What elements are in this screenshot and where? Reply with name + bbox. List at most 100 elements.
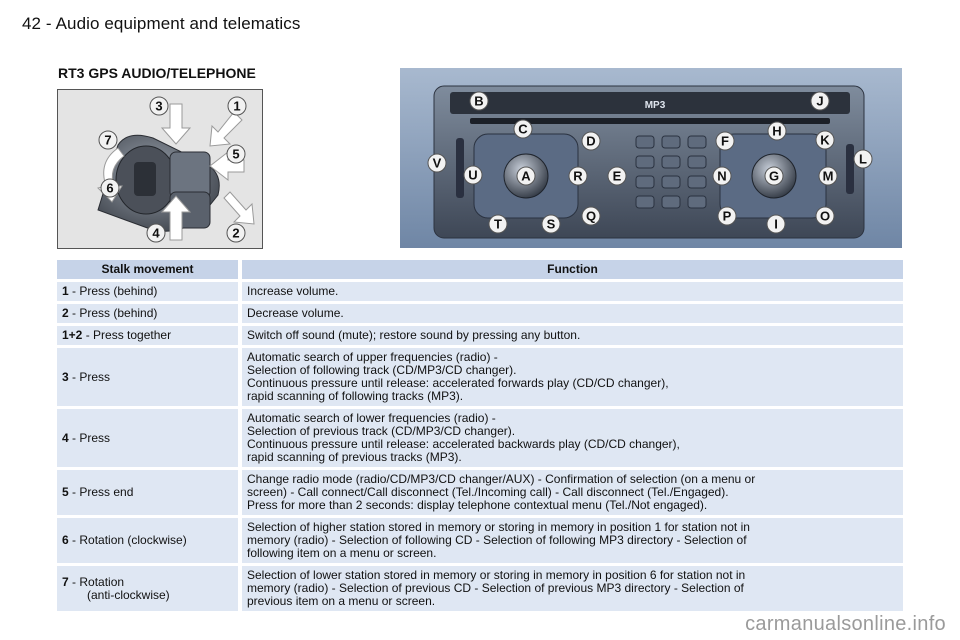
svg-text:U: U <box>468 168 477 183</box>
table-row: 6 - Rotation (clockwise) Selection of hig… <box>57 518 903 563</box>
table-row: 4 - Press Automatic search of lower frequ… <box>57 409 903 467</box>
radio-illustration: MP3 B J C D F H K V L U A R <box>400 68 902 248</box>
function-line: Selection of following track (CD/MP3/CD … <box>247 363 517 377</box>
table-row: 2 - Press (behind)Decrease volume. <box>57 304 903 323</box>
function-cell: Selection of lower station stored in mem… <box>242 566 903 611</box>
stalk-illustration: 3 1 7 5 6 4 2 <box>57 89 263 249</box>
label-s: S <box>541 214 561 234</box>
stalk-movement-cell: 1 - Press (behind) <box>57 282 242 301</box>
movement-number: 4 <box>62 430 69 445</box>
function-line: previous item on a menu or screen. <box>247 594 436 608</box>
svg-text:V: V <box>433 156 442 171</box>
svg-text:J: J <box>816 94 823 109</box>
movement-label: - Press together <box>82 328 172 342</box>
movement-number: 7 <box>62 574 69 589</box>
movement-label: - Press <box>68 430 111 445</box>
table-header-row: Stalk movement Function <box>57 260 903 279</box>
function-line: Continuous pressure until release: accel… <box>247 376 669 390</box>
function-line: Selection of higher station stored in me… <box>247 520 750 534</box>
stalk-movement-cell: 6 - Rotation (clockwise) <box>57 518 242 563</box>
svg-text:5: 5 <box>232 147 239 162</box>
svg-text:1: 1 <box>233 99 240 114</box>
svg-text:L: L <box>859 152 867 167</box>
label-b: B <box>469 91 489 111</box>
label-t: T <box>488 214 508 234</box>
function-line: Press for more than 2 seconds: display t… <box>247 498 708 512</box>
svg-text:K: K <box>820 133 830 148</box>
table-row: 7 - Rotation(anti-clockwise) Selection of… <box>57 566 903 611</box>
svg-text:M: M <box>823 169 834 184</box>
svg-text:A: A <box>521 169 531 184</box>
radio-diagram: MP3 B J C D F H K V L U A R <box>400 68 902 248</box>
svg-text:C: C <box>518 122 528 137</box>
function-line: Selection of lower station stored in mem… <box>247 568 746 582</box>
function-cell: Switch off sound (mute); restore sound b… <box>242 326 903 345</box>
svg-text:F: F <box>721 134 729 149</box>
svg-text:S: S <box>547 217 556 232</box>
svg-text:N: N <box>717 169 726 184</box>
movement-label: - Press (behind) <box>68 284 158 298</box>
callout-6: 6 <box>100 178 120 198</box>
svg-text:G: G <box>769 169 779 184</box>
function-line: Increase volume. <box>247 284 339 298</box>
svg-text:3: 3 <box>155 99 162 114</box>
svg-text:B: B <box>474 94 483 109</box>
label-d: D <box>581 131 601 151</box>
function-line: memory (radio) - Selection of previous C… <box>247 581 744 595</box>
label-a: A <box>516 166 536 186</box>
function-line: memory (radio) - Selection of following … <box>247 533 747 547</box>
function-line: rapid scanning of following tracks (MP3)… <box>247 389 464 403</box>
function-line: following item on a menu or screen. <box>247 546 437 560</box>
movement-number: 1 <box>62 284 69 298</box>
movement-label: - Press end <box>68 485 134 499</box>
callout-7: 7 <box>98 130 118 150</box>
stalk-movement-cell: 5 - Press end <box>57 470 242 515</box>
label-n: N <box>712 166 732 186</box>
movement-number: 1+2 <box>62 328 83 342</box>
radio-display: MP3 <box>645 100 666 111</box>
svg-text:E: E <box>613 169 622 184</box>
function-line: Automatic search of upper frequencies (r… <box>247 350 498 364</box>
label-j: J <box>810 91 830 111</box>
table-row: 1 - Press (behind) Increase volume. <box>57 282 903 301</box>
function-line: Selection of previous track (CD/MP3/CD c… <box>247 424 516 438</box>
keypad <box>635 135 707 209</box>
arrow-group <box>97 103 255 241</box>
stalk-movement-cell: 2 - Press (behind) <box>57 304 242 323</box>
svg-text:O: O <box>820 209 830 224</box>
function-line: rapid scanning of previous tracks (MP3). <box>247 450 462 464</box>
table-row: 3 - Press Automatic search of upper frequ… <box>57 348 903 406</box>
callout-3: 3 <box>149 96 169 116</box>
svg-text:7: 7 <box>104 133 111 148</box>
label-f: F <box>715 131 735 151</box>
stalk-movement-cell: 4 - Press <box>57 409 242 467</box>
label-v: V <box>427 153 447 173</box>
label-i: I <box>766 214 786 234</box>
label-u: U <box>463 165 483 185</box>
label-c: C <box>513 119 533 139</box>
label-p: P <box>717 206 737 226</box>
movement-number: 2 <box>62 306 69 320</box>
svg-text:D: D <box>586 134 595 149</box>
stalk-movement-cell: 1+2 - Press together <box>57 326 242 345</box>
svg-text:4: 4 <box>152 226 160 241</box>
label-g: G <box>764 166 784 186</box>
function-line: Automatic search of lower frequencies (r… <box>247 411 496 425</box>
callout-5: 5 <box>226 144 246 164</box>
movement-label: - Rotation (clockwise) <box>68 533 187 547</box>
label-e: E <box>607 166 627 186</box>
header-stalk-movement: Stalk movement <box>57 260 242 279</box>
label-h: H <box>767 121 787 141</box>
movement-label: - Press <box>68 369 111 384</box>
header-function: Function <box>242 260 903 279</box>
stalk-movement-cell: 7 - Rotation(anti-clockwise) <box>57 566 242 611</box>
movement-number: 3 <box>62 369 69 384</box>
table-body: 1 - Press (behind) Increase volume. 2 - Pr… <box>57 282 903 611</box>
stalk-diagram: 3 1 7 5 6 4 2 <box>58 90 262 248</box>
function-line: Continuous pressure until release: accel… <box>247 437 680 451</box>
label-l: L <box>853 149 873 169</box>
function-cell: Selection of higher station stored in me… <box>242 518 903 563</box>
watermark: carmanualsonline.info <box>745 613 946 635</box>
